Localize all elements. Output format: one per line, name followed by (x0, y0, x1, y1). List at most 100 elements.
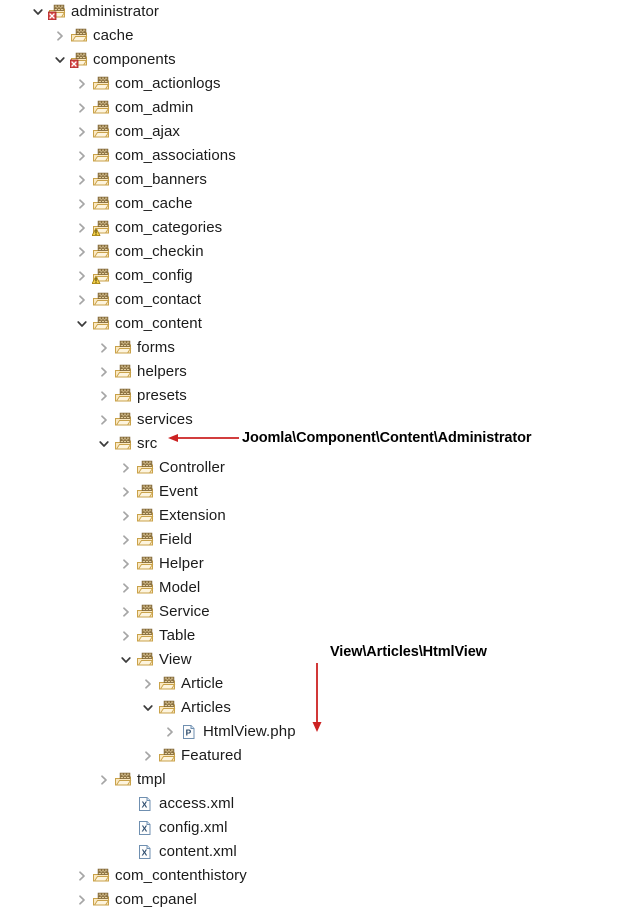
tree-row-label: com_contact (115, 291, 202, 308)
tree-row[interactable]: src (96, 432, 157, 456)
tree-row[interactable]: Featured (140, 744, 242, 768)
tree-row[interactable]: com_ajax (74, 120, 180, 144)
tree-row-label: tmpl (137, 771, 166, 788)
chevron-right-icon[interactable] (118, 460, 134, 476)
chevron-right-icon[interactable] (74, 100, 90, 116)
chevron-right-icon[interactable] (140, 676, 156, 692)
chevron-right-icon[interactable] (74, 124, 90, 140)
chevron-down-icon[interactable] (118, 652, 134, 668)
chevron-right-icon[interactable] (118, 580, 134, 596)
tree-row[interactable]: helpers (96, 360, 187, 384)
package-icon (136, 508, 154, 524)
xml-file-icon: X (136, 820, 154, 836)
tree-row[interactable]: Extension (118, 504, 226, 528)
chevron-right-icon[interactable] (96, 364, 112, 380)
package-icon (92, 292, 110, 308)
tree-row[interactable]: com_admin (74, 96, 193, 120)
chevron-right-icon[interactable] (74, 868, 90, 884)
tree-row[interactable]: com_content (74, 312, 202, 336)
tree-row[interactable]: presets (96, 384, 187, 408)
chevron-down-icon[interactable] (74, 316, 90, 332)
tree-row[interactable]: com_contenthistory (74, 864, 247, 888)
tree-row[interactable]: services (96, 408, 193, 432)
tree-row[interactable]: administrator (30, 0, 159, 24)
twisty-spacer (118, 844, 134, 860)
chevron-right-icon[interactable] (74, 892, 90, 908)
tree-row[interactable]: com_associations (74, 144, 236, 168)
tree-row[interactable]: com_contact (74, 288, 201, 312)
tree-row-label: Articles (181, 699, 231, 716)
tree-row[interactable]: View (118, 648, 192, 672)
chevron-right-icon[interactable] (74, 196, 90, 212)
tree-row[interactable]: com_cpanel (74, 888, 197, 912)
chevron-right-icon[interactable] (96, 412, 112, 428)
package-icon (136, 532, 154, 548)
chevron-right-icon[interactable] (74, 244, 90, 260)
tree-row-label: presets (137, 387, 187, 404)
chevron-right-icon[interactable] (118, 508, 134, 524)
tree-row[interactable]: Controller (118, 456, 225, 480)
tree-row-label: Featured (181, 747, 242, 764)
package-icon (136, 580, 154, 596)
chevron-right-icon[interactable] (74, 76, 90, 92)
tree-row-label: Service (159, 603, 210, 620)
chevron-right-icon[interactable] (96, 340, 112, 356)
chevron-right-icon[interactable] (118, 628, 134, 644)
tree-row[interactable]: tmpl (96, 768, 166, 792)
annotation-left-arrow-icon (168, 432, 240, 444)
tree-row[interactable]: Helper (118, 552, 204, 576)
package-icon (92, 868, 110, 884)
xml-file-icon: X (136, 796, 154, 812)
tree-row[interactable]: Articles (140, 696, 231, 720)
package-icon (92, 892, 110, 908)
tree-row[interactable]: forms (96, 336, 175, 360)
xml-file-icon: X (136, 844, 154, 860)
tree-row-label: View (159, 651, 192, 668)
chevron-down-icon[interactable] (96, 436, 112, 452)
chevron-down-icon[interactable] (140, 700, 156, 716)
tree-row-label: com_config (115, 267, 193, 284)
tree-row[interactable]: Event (118, 480, 198, 504)
tree-row[interactable]: Article (140, 672, 223, 696)
package-icon (136, 460, 154, 476)
chevron-right-icon[interactable] (96, 388, 112, 404)
chevron-right-icon[interactable] (96, 772, 112, 788)
chevron-right-icon[interactable] (74, 292, 90, 308)
chevron-right-icon[interactable] (118, 604, 134, 620)
tree-row[interactable]: com_banners (74, 168, 207, 192)
annotation-label: View\Articles\HtmlView (330, 644, 487, 660)
tree-row[interactable]: components (52, 48, 176, 72)
chevron-right-icon[interactable] (74, 148, 90, 164)
chevron-right-icon[interactable] (118, 532, 134, 548)
chevron-right-icon[interactable] (74, 172, 90, 188)
tree-row[interactable]: com_cache (74, 192, 193, 216)
tree-row[interactable]: com_checkin (74, 240, 204, 264)
chevron-down-icon[interactable] (30, 4, 46, 20)
tree-row[interactable]: Service (118, 600, 210, 624)
tree-row-label: Controller (159, 459, 226, 476)
tree-row[interactable]: Field (118, 528, 192, 552)
tree-row[interactable]: com_actionlogs (74, 72, 221, 96)
chevron-right-icon[interactable] (74, 220, 90, 236)
tree-row-label: Model (159, 579, 201, 596)
chevron-right-icon[interactable] (140, 748, 156, 764)
package-icon (70, 52, 88, 68)
chevron-right-icon[interactable] (118, 484, 134, 500)
tree-row[interactable]: Table (118, 624, 195, 648)
tree-row[interactable]: Model (118, 576, 200, 600)
chevron-right-icon[interactable] (118, 556, 134, 572)
chevron-right-icon[interactable] (162, 724, 178, 740)
tree-row[interactable]: cache (52, 24, 134, 48)
tree-row[interactable]: com_categories (74, 216, 222, 240)
package-icon (136, 604, 154, 620)
chevron-right-icon[interactable] (52, 28, 68, 44)
chevron-right-icon[interactable] (74, 268, 90, 284)
annotation-down-arrow-icon (310, 662, 324, 732)
chevron-down-icon[interactable] (52, 52, 68, 68)
tree-row[interactable]: com_config (74, 264, 193, 288)
